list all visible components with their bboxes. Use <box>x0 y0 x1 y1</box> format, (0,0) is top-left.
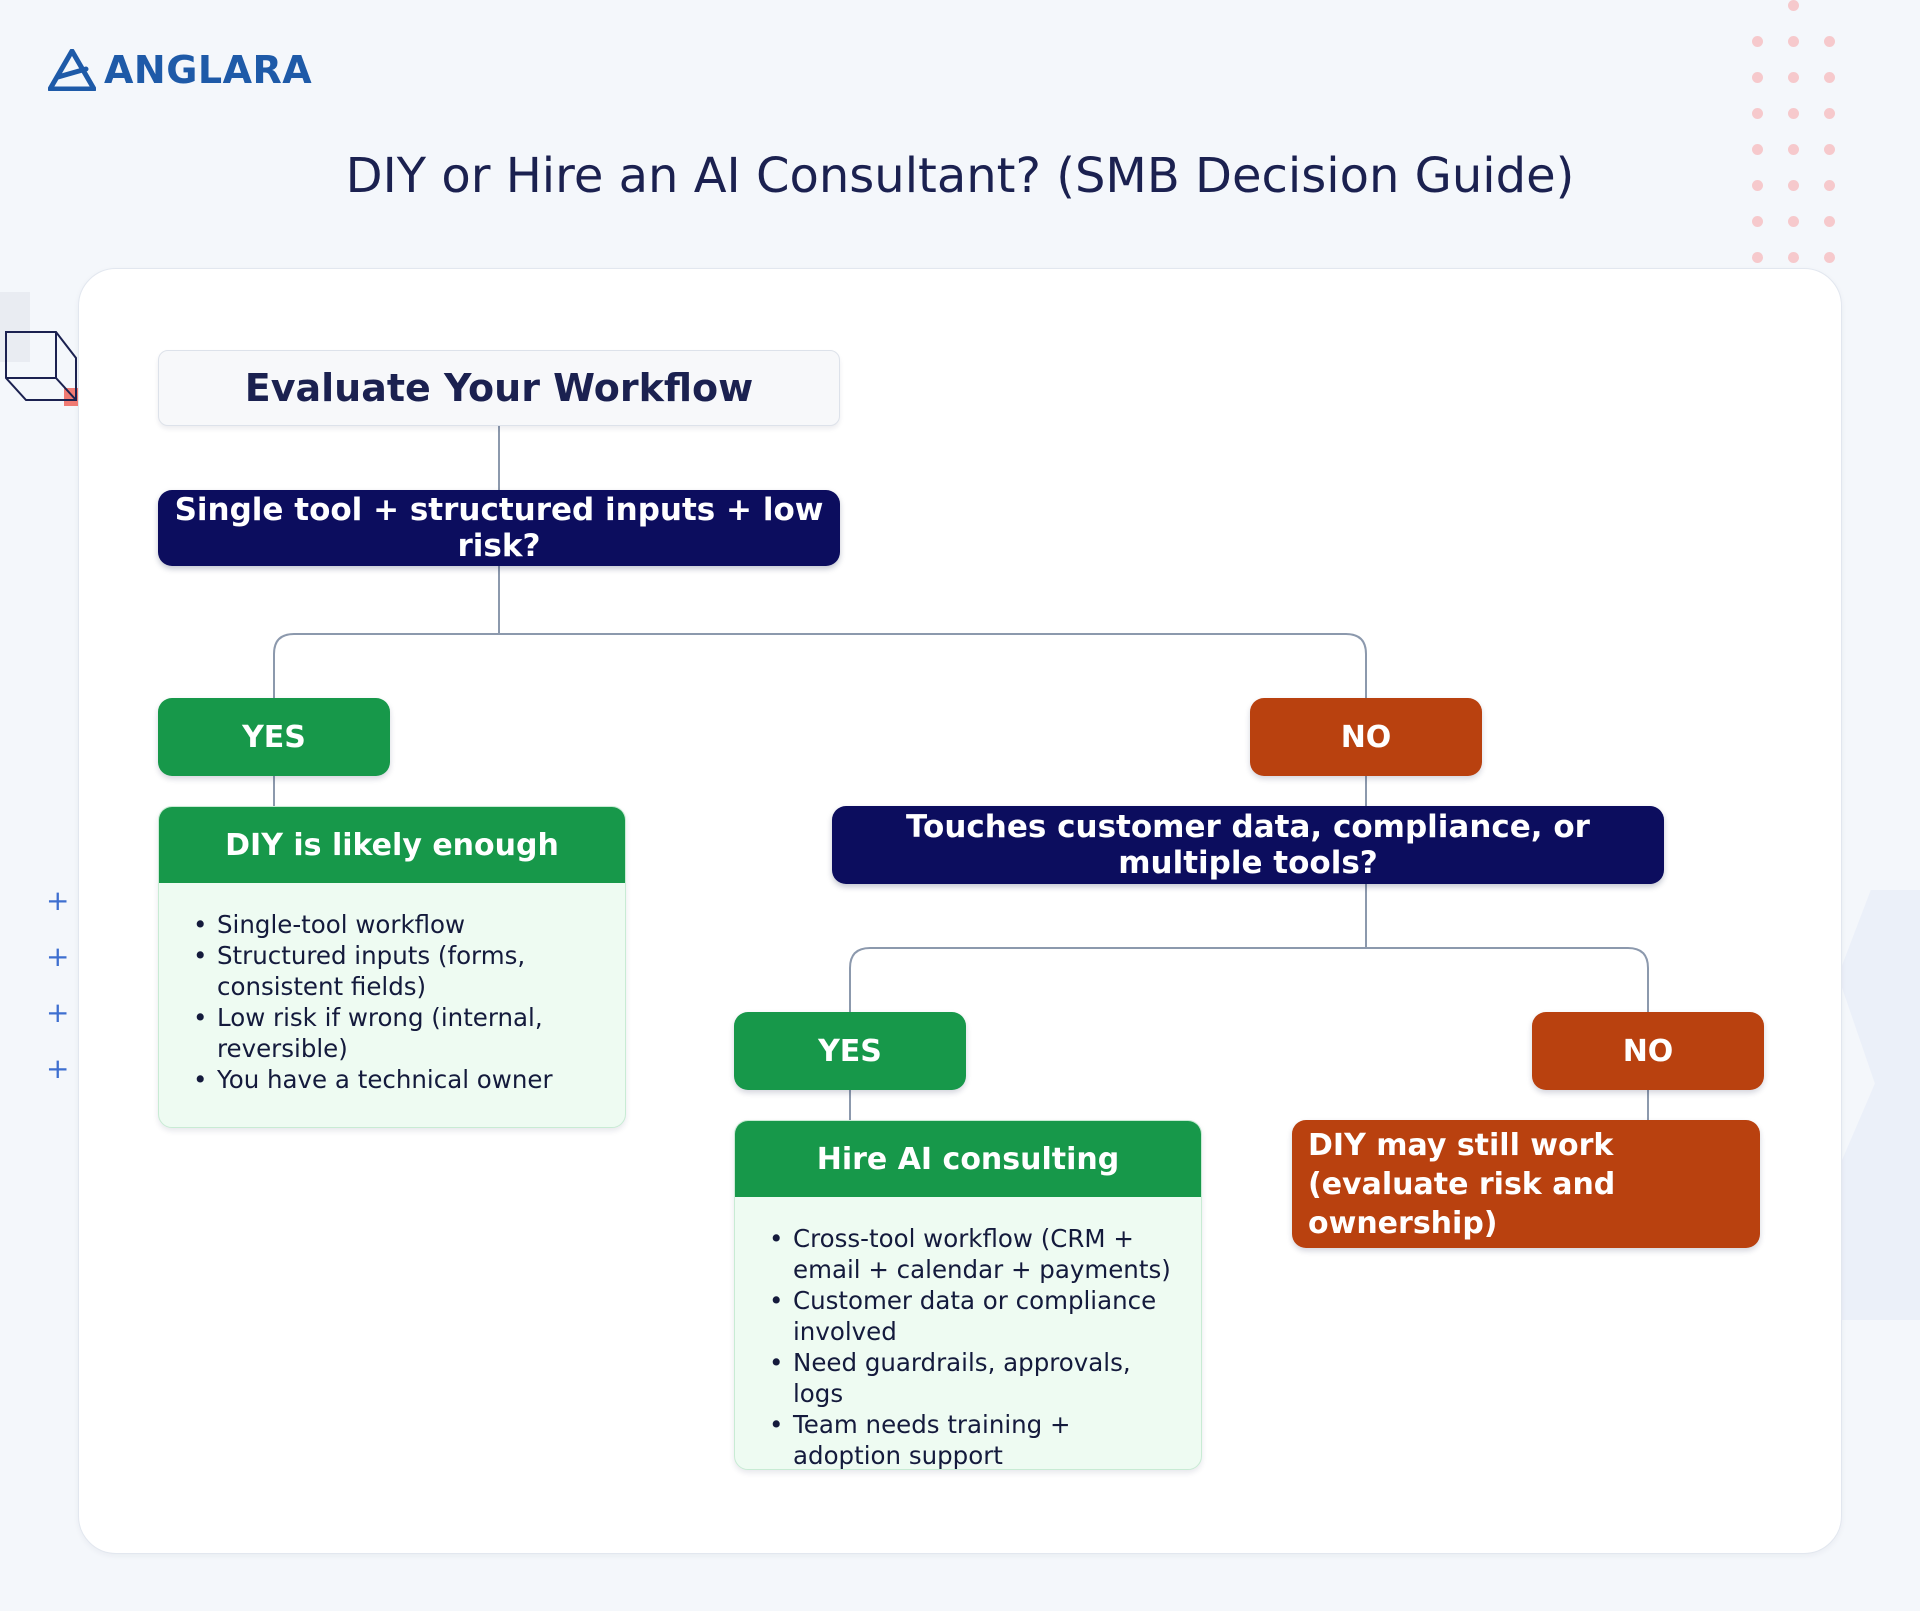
hire-outcome-list: Cross-tool workflow (CRM + email + calen… <box>735 1197 1201 1469</box>
start-node: Evaluate Your Workflow <box>158 350 840 426</box>
diy-outcome-card: DIY is likely enough Single-tool workflo… <box>158 806 626 1128</box>
question-node-1: Single tool + structured inputs + low ri… <box>158 490 840 566</box>
anglara-logo-icon <box>48 49 96 91</box>
list-item: Customer data or compliance involved <box>769 1285 1181 1347</box>
no-label-1: NO <box>1250 698 1482 776</box>
list-item: Structured inputs (forms, consistent fie… <box>193 940 605 1002</box>
list-item: Cross-tool workflow (CRM + email + calen… <box>769 1223 1181 1285</box>
question-node-2: Touches customer data, compliance, or mu… <box>832 806 1664 884</box>
diy-maybe-line1: DIY may still work <box>1308 1127 1614 1163</box>
diy-outcome-title: DIY is likely enough <box>159 807 625 883</box>
yes-label-1: YES <box>158 698 390 776</box>
plus-icon: + <box>46 996 70 1029</box>
plus-icon: + <box>46 940 70 973</box>
brand-name: ANGLARA <box>104 48 313 92</box>
list-item: Single-tool workflow <box>193 909 605 940</box>
page-title: DIY or Hire an AI Consultant? (SMB Decis… <box>345 148 1575 204</box>
hire-outcome-card: Hire AI consulting Cross-tool workflow (… <box>734 1120 1202 1470</box>
list-item: Need guardrails, approvals, logs <box>769 1347 1181 1409</box>
diy-outcome-list: Single-tool workflow Structured inputs (… <box>159 883 625 1095</box>
list-item: Low risk if wrong (internal, reversible) <box>193 1002 605 1064</box>
brand-logo: ANGLARA <box>48 48 312 92</box>
diy-maybe-line2: (evaluate risk and ownership) <box>1308 1166 1616 1241</box>
list-item: Team needs training + adoption support <box>769 1409 1181 1469</box>
yes-label-2: YES <box>734 1012 966 1090</box>
diy-maybe-outcome: DIY may still work (evaluate risk and ow… <box>1292 1120 1760 1248</box>
no-label-2: NO <box>1532 1012 1764 1090</box>
cube-icon <box>0 292 78 406</box>
plus-icon: + <box>46 1052 70 1085</box>
hire-outcome-title: Hire AI consulting <box>735 1121 1201 1197</box>
list-item: You have a technical owner <box>193 1064 605 1095</box>
plus-icon: + <box>46 884 70 917</box>
